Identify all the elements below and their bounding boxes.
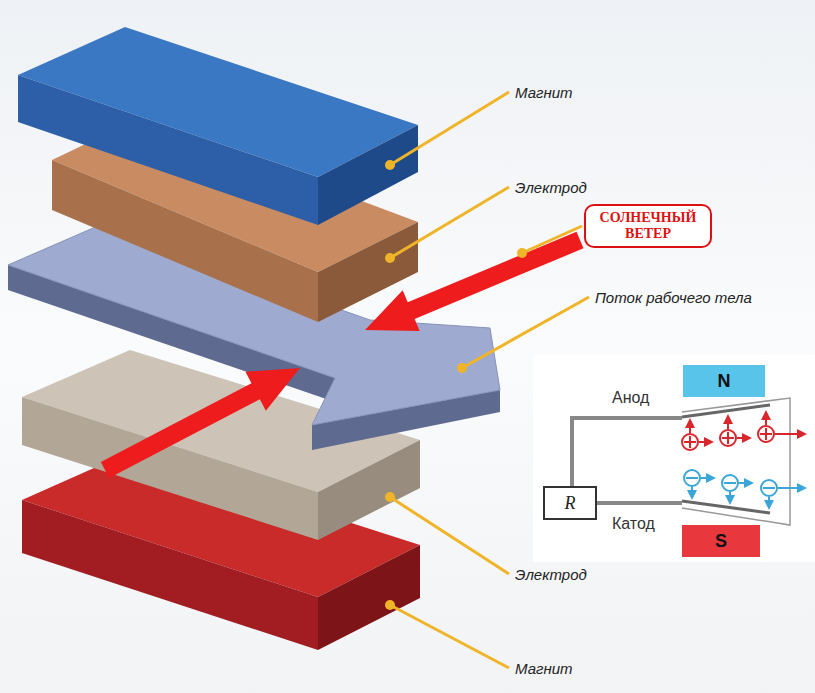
top-magnet bbox=[18, 27, 418, 225]
solar-wind-arrow bbox=[95, 349, 310, 490]
node-text: СОЛНЕЧНЫЙ ВЕТЕР bbox=[594, 210, 702, 242]
negative-ions bbox=[684, 470, 805, 508]
part-label: Катод bbox=[612, 515, 655, 533]
node-text: N bbox=[718, 371, 731, 392]
part-label: Анод bbox=[612, 389, 649, 407]
part-label: Электрод bbox=[515, 179, 587, 196]
part-label: Поток рабочего тела bbox=[595, 289, 752, 306]
north-pole-box: N bbox=[683, 365, 765, 397]
part-label: Магнит bbox=[515, 660, 573, 677]
callout-box: СОЛНЕЧНЫЙ ВЕТЕР bbox=[584, 204, 712, 248]
channel-schematic bbox=[572, 398, 790, 525]
node-text: S bbox=[715, 531, 727, 552]
solar-wind-arrow bbox=[357, 220, 589, 351]
inset-panel bbox=[533, 355, 815, 562]
south-pole-box: S bbox=[682, 525, 760, 557]
part-label: Электрод bbox=[515, 566, 587, 583]
part-label: Магнит bbox=[515, 84, 573, 101]
resistor-symbol: R bbox=[543, 486, 597, 520]
positive-ions bbox=[682, 412, 805, 450]
node-text: R bbox=[565, 493, 576, 514]
